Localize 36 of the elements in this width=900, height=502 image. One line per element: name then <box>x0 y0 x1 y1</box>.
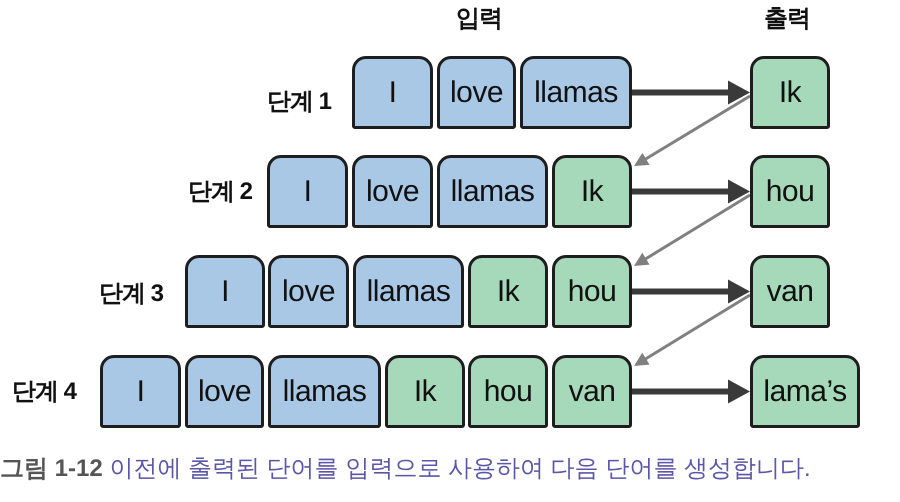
token-tile: I <box>185 255 265 328</box>
step-label: 단계 1 <box>266 88 331 117</box>
step-label: 단계 2 <box>188 178 252 207</box>
token-tile: Ik <box>385 355 465 428</box>
arrow <box>632 80 750 104</box>
column-header: 출력 <box>764 5 810 34</box>
token-tile: love <box>437 56 516 129</box>
token-tile: I <box>267 155 348 228</box>
token-tile: llamas <box>353 255 464 328</box>
arrow <box>632 380 750 404</box>
token-tile: lama’s <box>750 355 860 428</box>
token-tile: love <box>268 255 349 328</box>
arrow <box>632 280 750 304</box>
step-label: 단계 4 <box>12 378 76 407</box>
token-tile: hou <box>468 355 548 428</box>
step-label: 단계 3 <box>98 280 163 309</box>
token-tile: van <box>750 255 830 328</box>
token-tile: Ik <box>750 56 830 129</box>
token-tile: love <box>185 355 264 428</box>
token-tile: Ik <box>468 255 548 328</box>
token-tile: I <box>352 56 433 129</box>
token-tile: llamas <box>268 355 381 428</box>
token-tile: llamas <box>437 155 548 228</box>
column-header: 입력 <box>456 5 502 34</box>
figure-caption: 그림 1-12 이전에 출력된 단어를 입력으로 사용하여 다음 단어를 생성합니다. <box>0 455 811 484</box>
token-tile: van <box>552 355 632 428</box>
token-tile: Ik <box>552 155 632 228</box>
arrow <box>632 180 750 204</box>
token-tile: llamas <box>520 56 632 129</box>
token-tile: love <box>352 155 433 228</box>
token-tile: hou <box>552 255 632 328</box>
token-tile: I <box>100 355 181 428</box>
arrow <box>634 294 751 366</box>
arrow <box>634 194 751 266</box>
token-tile: hou <box>750 155 830 228</box>
arrow <box>634 94 751 166</box>
